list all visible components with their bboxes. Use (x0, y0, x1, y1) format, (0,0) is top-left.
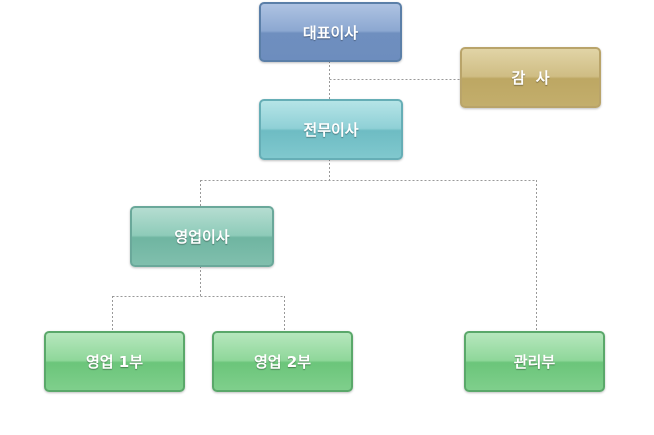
node-sales-2-label: 영업 2부 (253, 353, 312, 371)
node-auditor-label: 감 사 (511, 69, 550, 87)
node-management-label: 관리부 (513, 353, 556, 371)
node-ceo: 대표이사 (259, 2, 402, 62)
node-sales-1-label: 영업 1부 (85, 353, 144, 371)
node-managing-director: 전무이사 (259, 99, 403, 160)
node-ceo-label: 대표이사 (302, 23, 359, 42)
node-auditor: 감 사 (460, 47, 601, 108)
node-sales-director: 영업이사 (130, 206, 274, 267)
node-management: 관리부 (464, 331, 605, 392)
node-managing-director-label: 전무이사 (303, 121, 359, 139)
node-sales-1: 영업 1부 (44, 331, 185, 392)
node-sales-2: 영업 2부 (212, 331, 353, 392)
node-sales-director-label: 영업이사 (174, 228, 230, 246)
